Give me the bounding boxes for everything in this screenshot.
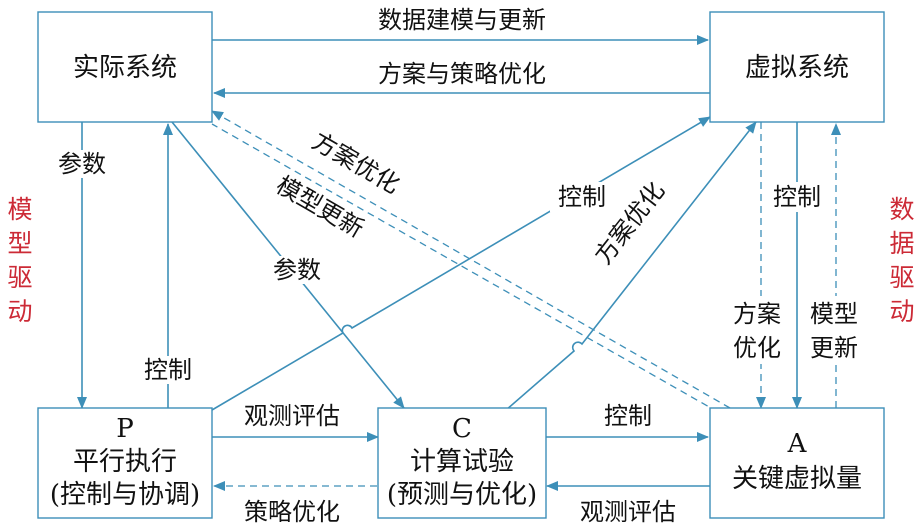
- side-right-char-4: 动: [889, 297, 914, 326]
- label-p-to-c: 观测评估: [244, 402, 340, 430]
- node-virtual-system: 虚拟系统: [709, 11, 885, 123]
- label-virtual-to-real: 方案与策略优化: [378, 60, 546, 88]
- side-label-data-driven: 数 据 驱 动: [889, 195, 914, 326]
- side-right-char-2: 据: [889, 229, 914, 258]
- label-a-to-virtual-dashed-line2: 更新: [810, 334, 858, 362]
- label-real-to-p: 参数: [58, 150, 106, 178]
- label-virtual-to-a-dashed-line2: 优化: [733, 334, 781, 362]
- node-p-subtitle: (控制与协调): [50, 480, 200, 510]
- label-a-to-real-1: 方案优化: [307, 127, 404, 199]
- node-p-letter: P: [116, 414, 134, 444]
- label-real-to-c: 参数: [273, 256, 321, 284]
- edge-p-to-virtual: [211, 116, 711, 411]
- node-c-letter: C: [452, 414, 472, 444]
- side-left-char-4: 动: [7, 297, 32, 326]
- side-label-model-driven: 模 型 驱 动: [7, 195, 32, 326]
- node-c-title: 计算试验: [410, 447, 514, 477]
- node-p: P 平行执行 (控制与协调): [37, 407, 213, 519]
- node-real-system-label: 实际系统: [73, 53, 177, 83]
- node-virtual-system-label: 虚拟系统: [745, 53, 849, 83]
- label-a-to-virtual-dashed-line1: 模型: [810, 300, 858, 328]
- node-p-title: 平行执行: [73, 447, 177, 477]
- label-real-to-virtual: 数据建模与更新: [378, 6, 546, 34]
- node-a: A 关键虚拟量: [709, 407, 885, 519]
- node-a-title: 关键虚拟量: [732, 464, 862, 494]
- node-real-system: 实际系统: [37, 11, 213, 123]
- edge-c-to-virtual: [505, 121, 757, 411]
- label-p-to-real: 控制: [144, 356, 192, 384]
- label-a-to-real-2: 模型更新: [271, 171, 368, 243]
- side-left-char-3: 驱: [7, 263, 32, 292]
- label-a-to-c: 观测评估: [580, 498, 676, 526]
- side-left-char-1: 模: [7, 195, 32, 224]
- node-c: C 计算试验 (预测与优化): [377, 407, 547, 519]
- node-c-subtitle: (预测与优化): [387, 480, 537, 510]
- edge-a-to-real-dashed-1: [211, 110, 731, 409]
- label-c-to-a: 控制: [604, 402, 652, 430]
- side-left-char-2: 型: [7, 229, 32, 258]
- label-p-to-virtual: 控制: [558, 183, 606, 211]
- edge-a-to-real-dashed-2: [211, 123, 719, 413]
- label-c-to-p: 策略优化: [244, 498, 340, 526]
- label-virtual-to-a-dashed-line1: 方案: [733, 300, 781, 328]
- side-right-char-3: 驱: [889, 263, 914, 292]
- node-a-letter: A: [787, 429, 808, 459]
- side-right-char-1: 数: [889, 195, 914, 224]
- label-virtual-to-a: 控制: [773, 183, 821, 211]
